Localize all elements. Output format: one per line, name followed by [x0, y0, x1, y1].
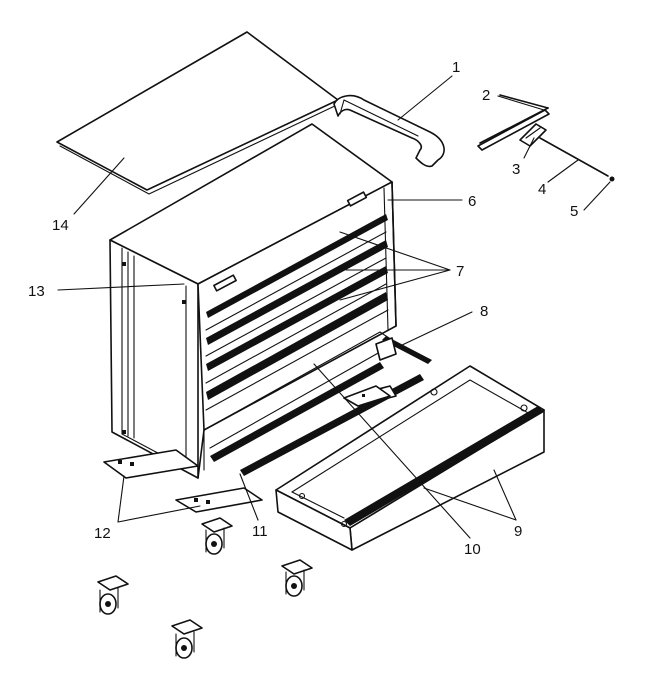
callout-11: 11 — [252, 523, 268, 540]
caster-3 — [97, 575, 129, 615]
callout-6: 6 — [468, 193, 476, 210]
callout-13: 13 — [28, 283, 45, 300]
caster-1 — [201, 517, 233, 555]
handle — [333, 94, 445, 168]
callout-12: 12 — [94, 525, 111, 542]
callout-14: 14 — [52, 217, 69, 234]
caster-2 — [281, 559, 313, 597]
drawer-fronts — [205, 214, 389, 411]
lock-rod — [539, 137, 615, 182]
drawer-slide-rail — [477, 94, 550, 151]
leader-lines — [57, 75, 611, 539]
callout-8: 8 — [480, 303, 488, 320]
caster-4 — [171, 619, 203, 659]
latch-bracket — [519, 123, 547, 147]
callout-labels: 1 2 3 4 5 6 7 8 9 10 11 12 13 14 — [28, 59, 578, 558]
callout-7: 7 — [456, 263, 464, 280]
callout-3: 3 — [512, 161, 520, 178]
callout-5: 5 — [570, 203, 578, 220]
callout-1: 1 — [452, 59, 460, 76]
callout-9: 9 — [514, 523, 522, 540]
callout-2: 2 — [482, 87, 490, 104]
open-bottom-drawer — [203, 331, 545, 551]
callout-10: 10 — [464, 541, 481, 558]
callout-4: 4 — [538, 181, 546, 198]
